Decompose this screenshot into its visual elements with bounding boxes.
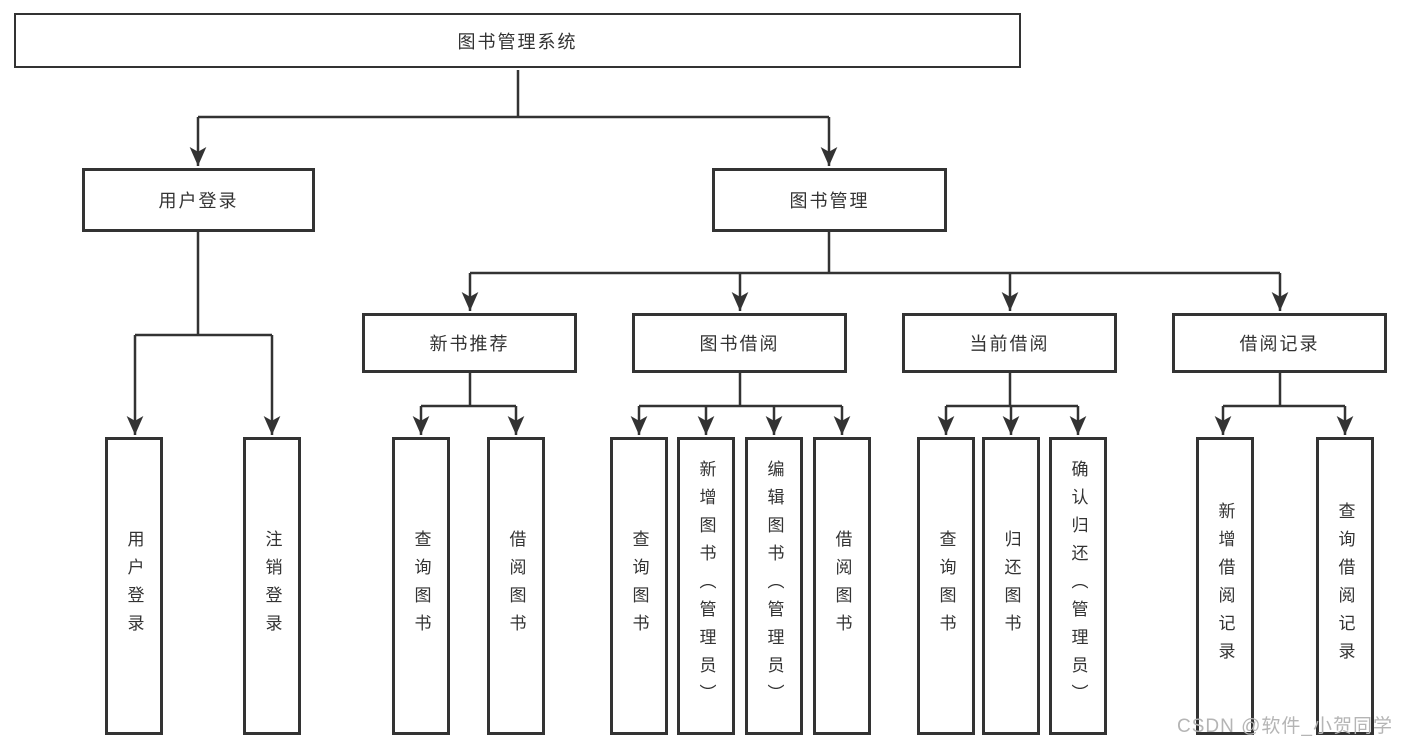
node-label: 当前借阅 bbox=[969, 334, 1050, 354]
node-book-borrow: 图书借阅 bbox=[632, 313, 847, 373]
leaf-return-books: 归还图书 bbox=[982, 437, 1040, 735]
node-user-login-branch: 用户登录 bbox=[82, 168, 315, 232]
node-label: 新书推荐 bbox=[429, 334, 510, 354]
node-label: 用户登录 bbox=[158, 191, 239, 211]
leaf-query-books-borrow: 查询图书 bbox=[610, 437, 668, 735]
leaf-add-books-admin: 新增图书（管理员） bbox=[677, 437, 735, 735]
leaf-label: 查询图书 bbox=[629, 530, 649, 642]
leaf-label: 新增图书（管理员） bbox=[696, 460, 716, 712]
leaf-label: 借阅图书 bbox=[832, 530, 852, 642]
leaf-label: 编辑图书（管理员） bbox=[764, 460, 784, 712]
leaf-label: 注销登录 bbox=[262, 530, 282, 642]
leaf-label: 查询借阅记录 bbox=[1335, 502, 1355, 670]
leaf-label: 借阅图书 bbox=[506, 530, 526, 642]
csdn-watermark: CSDN @软件_小贺同学 bbox=[1177, 716, 1393, 737]
node-label: 图书借阅 bbox=[699, 334, 780, 354]
leaf-label: 归还图书 bbox=[1001, 530, 1021, 642]
leaf-query-books-recommend: 查询图书 bbox=[392, 437, 450, 735]
leaf-label: 查询图书 bbox=[411, 530, 431, 642]
node-borrow-record: 借阅记录 bbox=[1172, 313, 1387, 373]
node-label: 图书管理系统 bbox=[457, 31, 578, 52]
node-label: 借阅记录 bbox=[1239, 334, 1320, 354]
leaf-label: 用户登录 bbox=[124, 530, 144, 642]
leaf-label: 查询图书 bbox=[936, 530, 956, 642]
leaf-confirm-return-admin: 确认归还（管理员） bbox=[1049, 437, 1107, 735]
leaf-query-borrow-record: 查询借阅记录 bbox=[1316, 437, 1374, 735]
leaf-label: 新增借阅记录 bbox=[1215, 502, 1235, 670]
leaf-edit-books-admin: 编辑图书（管理员） bbox=[745, 437, 803, 735]
leaf-borrow-books: 借阅图书 bbox=[813, 437, 871, 735]
leaf-logout: 注销登录 bbox=[243, 437, 301, 735]
leaf-user-login: 用户登录 bbox=[105, 437, 163, 735]
node-book-management-branch: 图书管理 bbox=[712, 168, 947, 232]
leaf-query-books-current: 查询图书 bbox=[917, 437, 975, 735]
node-new-book-recommend: 新书推荐 bbox=[362, 313, 577, 373]
leaf-add-borrow-record: 新增借阅记录 bbox=[1196, 437, 1254, 735]
node-current-borrow: 当前借阅 bbox=[902, 313, 1117, 373]
node-label: 图书管理 bbox=[789, 191, 870, 211]
leaf-borrow-books-recommend: 借阅图书 bbox=[487, 437, 545, 735]
node-library-system-root: 图书管理系统 bbox=[14, 13, 1021, 68]
leaf-label: 确认归还（管理员） bbox=[1068, 460, 1088, 712]
